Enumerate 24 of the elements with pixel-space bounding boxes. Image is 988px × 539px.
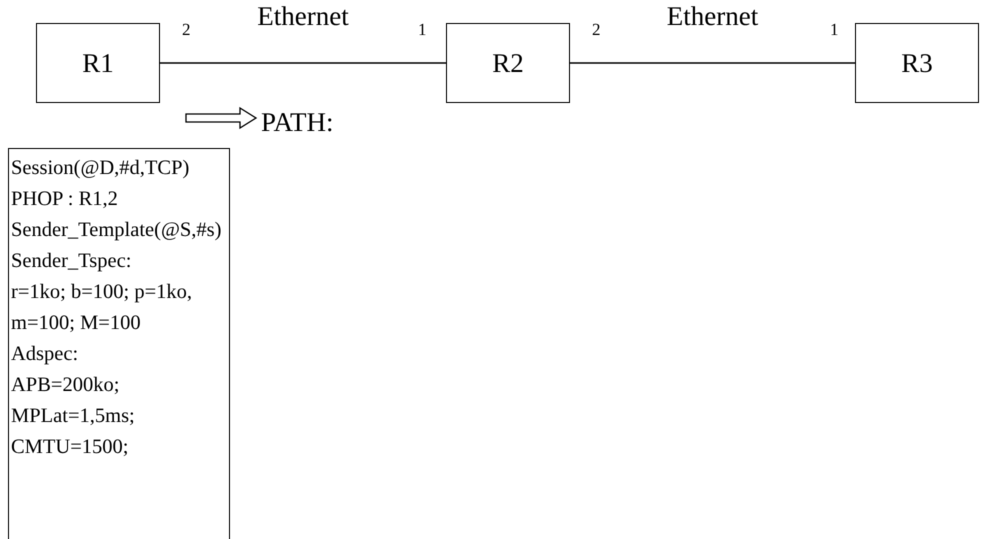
message-line: r=1ko; b=100; p=1ko, m=100; M=100 [11,280,194,336]
port-number: 1 [418,20,426,40]
message-line: Session(@D,#d,TCP) [11,156,190,181]
message-line: CMTU=1500; [11,435,130,460]
connector-line [570,62,855,64]
router-label: R1 [82,48,114,78]
message-line: Adspec: [11,342,80,367]
message-line: Sender_Template(@S,#s) [11,218,222,243]
edge-label: Ethernet [666,1,758,31]
router-label: R2 [492,48,524,78]
router-label: R3 [901,48,933,78]
port-number: 2 [182,20,190,40]
message-line: Sender_Tspec: [11,249,132,274]
message-title: PATH: [261,107,334,138]
message-line: MPLat=1,5ms; [11,404,136,429]
router-box [36,23,160,103]
port-number: 1 [830,20,838,40]
router-box [446,23,570,103]
port-number: 2 [592,20,600,40]
edge-label: Ethernet [257,1,349,31]
router-box [855,23,979,103]
connector-line [160,62,446,64]
message-line: APB=200ko; [11,373,120,398]
message-line: PHOP : R1,2 [11,187,119,212]
